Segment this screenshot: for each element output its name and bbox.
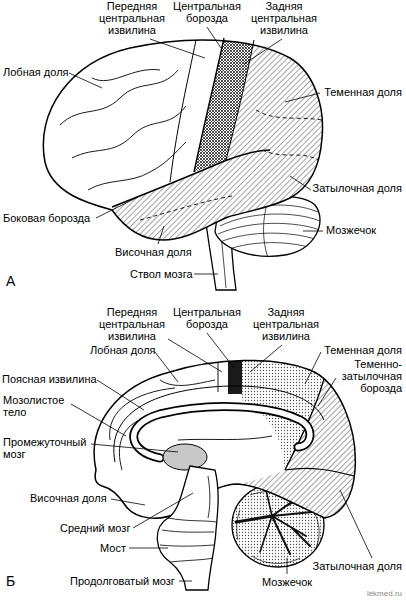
part-label: Затылочная доля: [313, 182, 403, 194]
part-label: Теменная доля: [324, 344, 402, 356]
part-label: Затылочная доля: [313, 560, 403, 572]
part-label: Центральная борозда: [170, 0, 244, 24]
frontal-gyri: [60, 70, 186, 190]
hemisphere-outline: [94, 360, 355, 518]
part-label: Центральная борозда: [170, 306, 244, 330]
calcarine-sulcus: [285, 468, 354, 476]
brainstem-lines: [160, 476, 216, 562]
part-label: Мост: [100, 542, 126, 554]
watermark: lekmed.ru: [367, 589, 402, 599]
part-label: Лобная доля: [90, 344, 156, 356]
part-label: Теменная доля: [324, 86, 402, 98]
part-label: Височная доля: [30, 492, 107, 504]
brain-medial-view: [94, 340, 406, 600]
precentral-sulcus: [170, 40, 196, 182]
part-label: Продолговатый мозг: [70, 575, 175, 587]
part-label: Ствол мозга: [130, 268, 193, 280]
part-label: Мозжечок: [262, 576, 312, 588]
part-label: Передняя центральная извилина: [96, 0, 168, 36]
part-label: Боковая борозда: [3, 212, 90, 224]
part-label: Височная доля: [115, 246, 192, 258]
part-label: Задняя центральная извилина: [250, 306, 322, 342]
sulci-dashed: [140, 110, 322, 220]
occipital-shading: [238, 340, 406, 600]
leader-lines: [69, 27, 372, 581]
diencephalon: [163, 444, 207, 470]
brain-lateral-view: [43, 0, 406, 300]
part-label: Теменно-затылочная борозда: [338, 358, 402, 394]
brainstem: [157, 466, 218, 590]
cingulate-sulcus: [114, 386, 324, 462]
panel-letter: А: [6, 273, 15, 289]
fornix: [178, 436, 272, 440]
part-label: Лобная доля: [3, 66, 69, 78]
panel-letter: Б: [6, 573, 15, 589]
part-label: Мозжечок: [326, 224, 376, 236]
hemisphere-outline: [43, 40, 322, 240]
postcentral-sulcus: [226, 40, 254, 160]
part-label: Мозолистое тело: [3, 394, 75, 418]
part-label: Средний мозг: [60, 522, 130, 534]
part-label: Задняя центральная извилина: [248, 0, 320, 36]
part-label: Поясная извилина: [2, 373, 97, 385]
postcentral-gyrus-shading: [194, 0, 256, 172]
part-label: Передняя центральная извилина: [96, 306, 168, 342]
part-label: Промежуточный мозг: [3, 436, 89, 460]
central-sulcus: [194, 38, 224, 172]
